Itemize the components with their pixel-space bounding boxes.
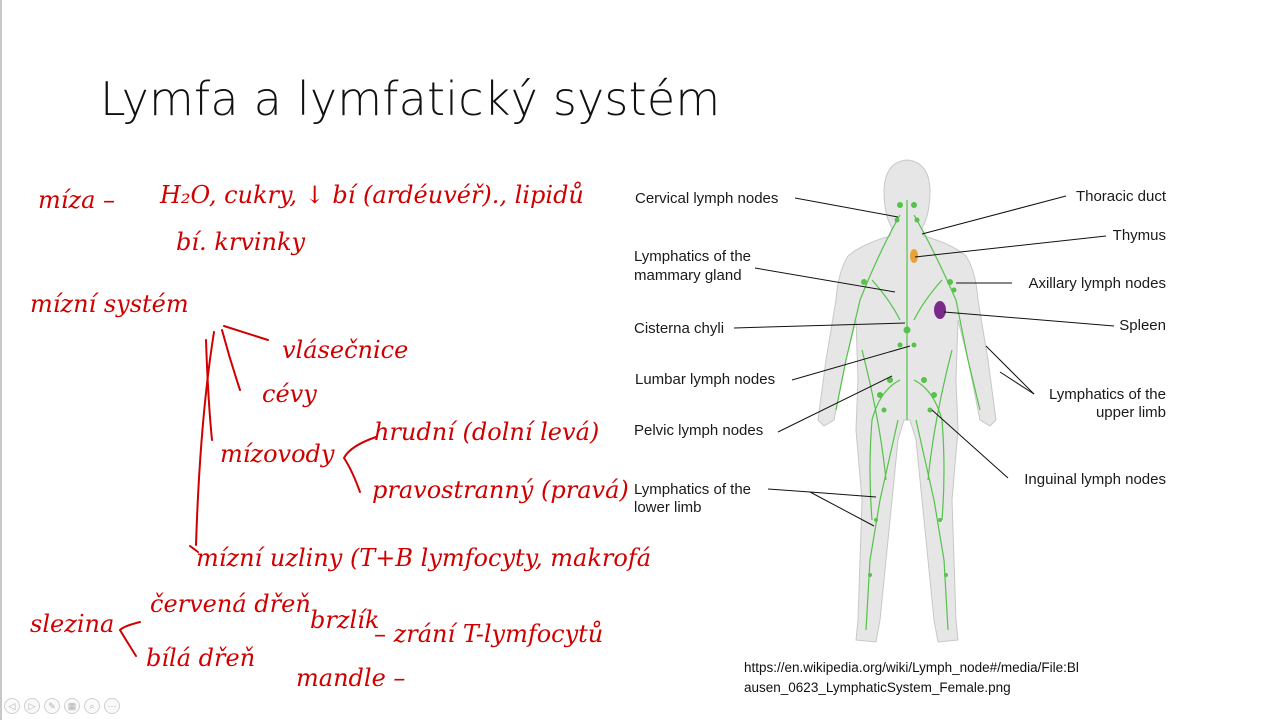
- hw-hrudni: hrudní (dolní levá): [374, 418, 599, 446]
- lymphatic-system-diagram: Cervical lymph nodes Lymphatics of the m…: [634, 159, 1167, 643]
- hw-cevy: cévy: [262, 380, 317, 408]
- label-lymphatics-upper-limb-line2: upper limb: [1096, 404, 1166, 421]
- branch-uzliny-line: [189, 545, 199, 553]
- image-source-url: https://en.wikipedia.org/wiki/Lymph_node…: [744, 658, 1144, 698]
- pen-tool-button[interactable]: ✎: [44, 698, 60, 714]
- source-url-line1: https://en.wikipedia.org/wiki/Lymph_node…: [744, 660, 1079, 675]
- handwriting-layer: míza – H₂O, cukry, ↓ bí (ardéuvéř)., lip…: [30, 181, 650, 692]
- see-all-slides-button[interactable]: ▦: [64, 698, 80, 714]
- label-lumbar-lymph-nodes: Lumbar lymph nodes: [635, 371, 775, 388]
- hw-uzliny: mízní uzliny (T+B lymfocyty, makrofágy): [196, 544, 650, 572]
- hw-bila: bílá dřeň: [146, 644, 255, 672]
- window-left-edge: [0, 0, 2, 720]
- branch-cevy-line: [221, 329, 241, 391]
- thymus-shape: [910, 249, 918, 263]
- lymph-vessels: [835, 200, 981, 631]
- label-lymphatics-lower-limb-line2: lower limb: [634, 499, 702, 516]
- zoom-button[interactable]: ⌕: [84, 698, 100, 714]
- next-slide-button[interactable]: ▷: [24, 698, 40, 714]
- label-cervical-lymph-nodes: Cervical lymph nodes: [635, 190, 778, 207]
- hw-miza: míza –: [38, 186, 115, 214]
- hw-cervena: červená dřeň: [150, 590, 311, 618]
- hw-brzlik-detail: – zrání T-lymfocytů: [374, 620, 603, 648]
- presentation-toolbar: ◁ ▷ ✎ ▦ ⌕ ⋯: [4, 698, 120, 714]
- label-lymphatics-mammary-line1: Lymphatics of the: [634, 248, 751, 265]
- hw-krvinky: bí. krvinky: [176, 228, 306, 256]
- tree-branch-line: [205, 339, 213, 441]
- hw-slezina: slezina: [30, 610, 114, 638]
- label-spleen: Spleen: [1119, 317, 1166, 334]
- label-thoracic-duct: Thoracic duct: [1076, 188, 1167, 205]
- hw-vlasecnice: vlásečnice: [282, 336, 408, 364]
- label-thymus: Thymus: [1113, 227, 1166, 244]
- label-pelvic-lymph-nodes: Pelvic lymph nodes: [634, 422, 763, 439]
- leader-lines: [733, 195, 1115, 527]
- hw-pravostranny: pravostranný (pravá): [372, 476, 629, 504]
- hw-mandle: mandle –: [296, 664, 405, 692]
- label-lymphatics-upper-limb-line1: Lymphatics of the: [1049, 386, 1166, 403]
- slide-title: Lymfa a lymfatický systém: [100, 72, 721, 126]
- label-inguinal-lymph-nodes: Inguinal lymph nodes: [1024, 471, 1166, 488]
- more-options-button[interactable]: ⋯: [104, 698, 120, 714]
- hw-system: mízní systém: [30, 290, 189, 318]
- hw-brzlik: brzlík: [310, 606, 379, 634]
- previous-slide-button[interactable]: ◁: [4, 698, 20, 714]
- source-url-line2: ausen_0623_LymphaticSystem_Female.png: [744, 680, 1011, 695]
- spleen-shape: [934, 301, 946, 319]
- tree-trunk-line: [195, 331, 215, 546]
- slezina-fork-line: [118, 621, 141, 657]
- label-axillary-lymph-nodes: Axillary lymph nodes: [1028, 275, 1166, 292]
- label-cisterna-chyli: Cisterna chyli: [634, 320, 724, 337]
- label-lymphatics-lower-limb-line1: Lymphatics of the: [634, 481, 751, 498]
- hw-mizovody: mízovody: [220, 440, 335, 468]
- mizovody-fork-line: [342, 436, 377, 493]
- branch-vlasecnice-line: [223, 325, 269, 341]
- label-lymphatics-mammary-line2: mammary gland: [634, 267, 742, 284]
- lymph-nodes: [861, 202, 957, 577]
- hw-miza-detail: H₂O, cukry, ↓ bí (ardéuvéř)., lipidů: [159, 181, 584, 209]
